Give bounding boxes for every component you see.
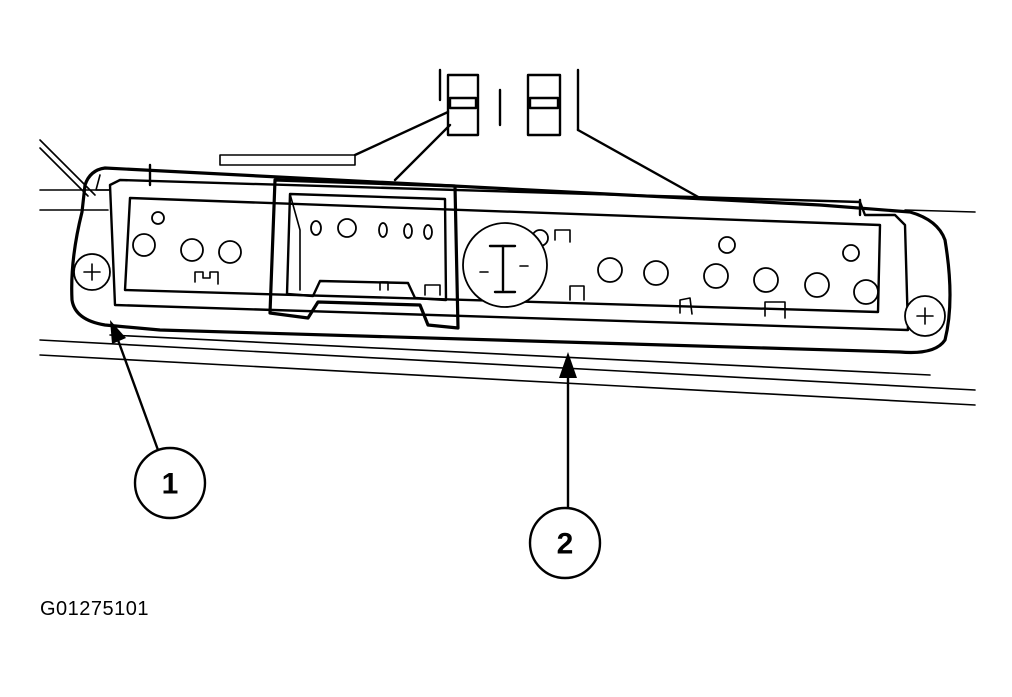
mounting-screws — [73, 253, 946, 337]
harness-connector — [353, 68, 702, 200]
rotary-dial — [462, 222, 548, 308]
pin-holes — [132, 211, 879, 305]
arrow-head-2 — [559, 352, 577, 378]
callout-1: 1 — [133, 446, 207, 520]
callout-2-label: 2 — [557, 528, 574, 561]
switch-housing — [70, 163, 952, 355]
terminal-tabs — [194, 229, 786, 319]
center-connector-block — [268, 178, 460, 330]
callout-1-label: 1 — [162, 468, 179, 501]
leader-arrows — [110, 320, 577, 512]
figure-id: G01275101 — [40, 598, 150, 620]
callout-2: 2 — [528, 506, 602, 580]
arrow-head-1 — [110, 320, 126, 344]
background-lines — [39, 139, 976, 406]
